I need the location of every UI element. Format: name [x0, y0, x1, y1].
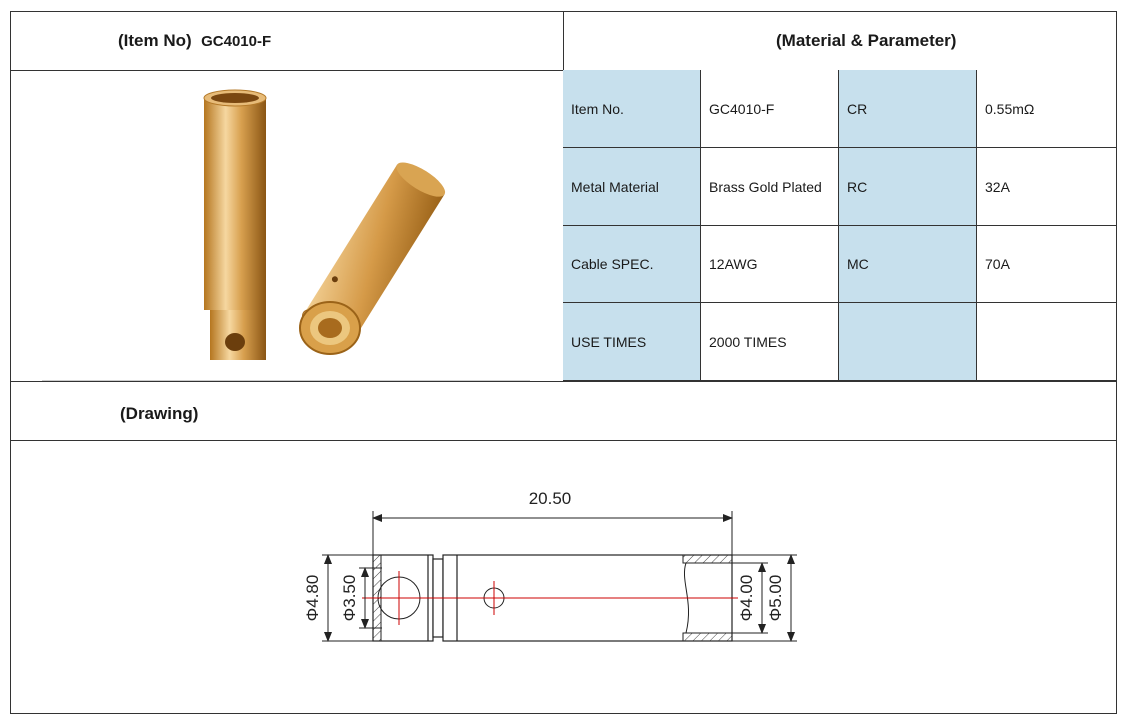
param-label-cell: MC [839, 226, 977, 303]
product-photo [203, 89, 446, 360]
param-value-cell: 32A [977, 148, 1117, 226]
inner-right-diameter-label: Φ4.00 [737, 575, 756, 622]
inner-left-diameter-label: Φ3.50 [340, 575, 359, 622]
param-value-cell [977, 303, 1117, 381]
break-line [684, 562, 690, 634]
param-label-cell: Cable SPEC. [563, 226, 701, 303]
item-no-label: (Item No) [118, 31, 192, 50]
photo-baseline [42, 380, 530, 381]
length-label: 20.50 [529, 489, 572, 508]
material-parameter-header: (Material & Parameter) [776, 31, 957, 50]
wall-hatch [682, 632, 733, 642]
param-label-cell: Metal Material [563, 148, 701, 226]
param-label-cell: Item No. [563, 70, 701, 148]
divider [10, 440, 1117, 441]
param-value-cell: 70A [977, 226, 1117, 303]
param-value-cell: GC4010-F [701, 70, 839, 148]
param-value-cell: 12AWG [701, 226, 839, 303]
param-value-cell: Brass Gold Plated [701, 148, 839, 226]
item-no-header: (Item No) GC4010-F [118, 31, 271, 51]
param-value-cell: 2000 TIMES [701, 303, 839, 381]
outer-left-diameter-label: Φ4.80 [303, 575, 322, 622]
divider [10, 381, 1117, 382]
param-label-cell: CR [839, 70, 977, 148]
outer-right-diameter-label: Φ5.00 [766, 575, 785, 622]
param-value-cell: 0.55mΩ [977, 70, 1117, 148]
param-label-cell: USE TIMES [563, 303, 701, 381]
technical-drawing: 20.50 Φ4.80 Φ3.50 Φ4.00 Φ5.00 [303, 489, 797, 642]
param-label-cell: RC [839, 148, 977, 226]
item-no-value: GC4010-F [201, 33, 272, 50]
wall-hatch [682, 554, 733, 564]
drawing-header: (Drawing) [120, 404, 199, 423]
connector-upright [203, 89, 267, 360]
param-label-cell [839, 303, 977, 381]
